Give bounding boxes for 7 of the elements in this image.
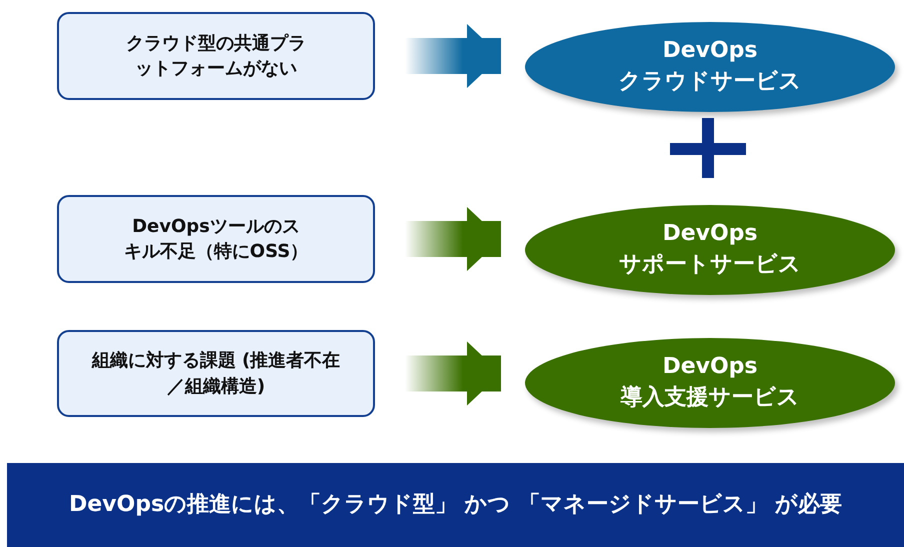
problem-box: 組織に対する課題 (推進者不在／組織構造): [57, 330, 375, 417]
problem-box: クラウド型の共通プラットフォームがない: [57, 12, 375, 100]
service-ellipse: DevOps サポートサービス: [525, 205, 895, 295]
service-ellipse: DevOps 導入支援サービス: [525, 338, 895, 428]
service-ellipse: DevOps クラウドサービス: [525, 22, 895, 112]
conclusion-banner: DevOpsの推進には、「クラウド型」 かつ 「マネージドサービス」 が必要: [7, 463, 904, 547]
problem-box: DevOpsツールのスキル不足（特にOSS）: [57, 195, 375, 283]
